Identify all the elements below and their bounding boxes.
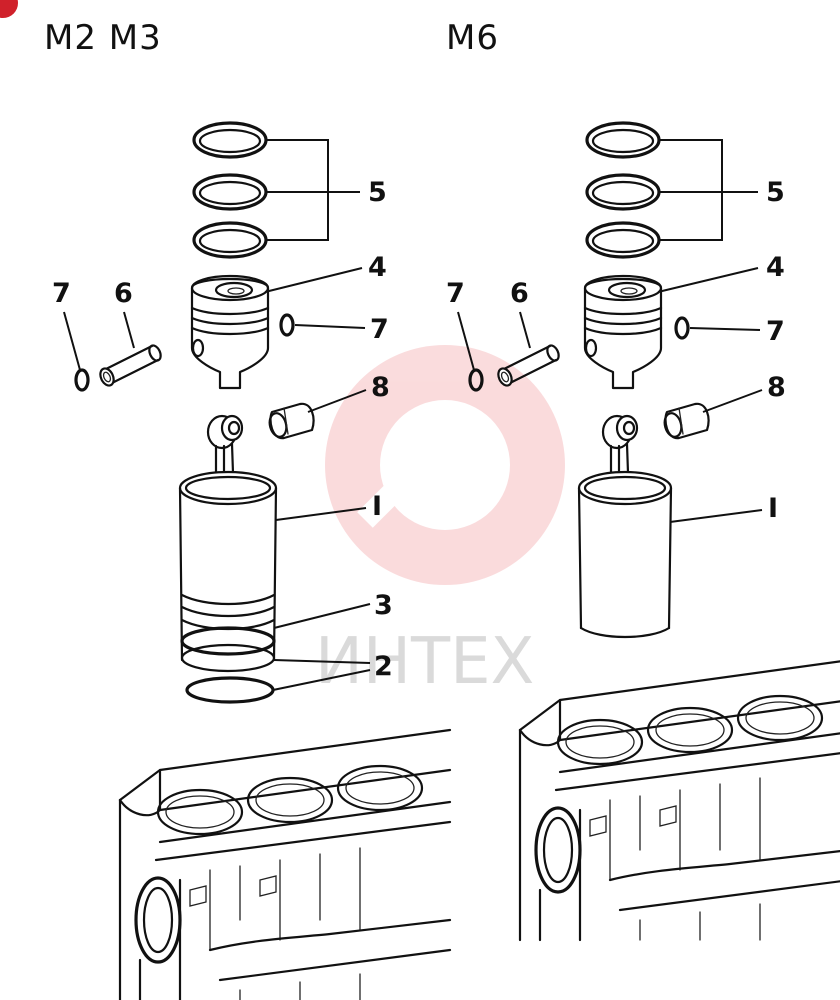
left-assembly <box>74 121 452 1000</box>
right-cylinder-liner <box>577 470 673 639</box>
callout-right-1: I <box>768 493 778 524</box>
callout-left-7-outer: 7 <box>52 278 71 309</box>
right-piston-ring-bottom <box>585 221 661 259</box>
callout-left-2: 2 <box>374 651 393 682</box>
left-cylinder-liner <box>178 470 278 662</box>
callout-right-5: 5 <box>766 177 785 208</box>
model-label-m6: M6 <box>446 18 499 58</box>
right-piston <box>583 274 663 390</box>
callout-right-7-outer: 7 <box>446 278 465 309</box>
callout-left-4: 4 <box>368 252 387 283</box>
callout-right-6: 6 <box>510 278 529 309</box>
left-callouts: 5 4 7 6 7 8 I 3 2 <box>52 139 393 691</box>
left-piston-ring-middle <box>192 173 268 211</box>
callout-left-5: 5 <box>368 177 387 208</box>
corner-mark <box>0 0 18 18</box>
left-piston-ring-top <box>192 121 268 159</box>
left-small-end-bushing <box>266 402 315 440</box>
left-circlip-inner <box>279 313 295 337</box>
right-piston-ring-top <box>585 121 661 159</box>
watermark-gear-logo <box>325 345 565 585</box>
left-piston-pin <box>96 342 165 389</box>
right-assembly <box>468 121 840 942</box>
callout-left-1: I <box>372 491 382 522</box>
right-cylinder-block <box>518 658 840 942</box>
model-label-m2-m3: M2 M3 <box>44 18 162 58</box>
left-circlip-outer <box>74 368 90 392</box>
callout-right-7-inner: 7 <box>766 316 785 347</box>
left-cylinder-block <box>118 728 452 1000</box>
left-piston-ring-bottom <box>192 221 268 259</box>
callout-left-8: 8 <box>371 372 390 403</box>
right-callouts: 5 4 7 6 7 8 I <box>446 139 786 524</box>
callout-left-3: 3 <box>374 590 393 621</box>
right-small-end-bushing <box>661 402 710 440</box>
callout-right-8: 8 <box>767 372 786 403</box>
left-piston <box>190 274 270 390</box>
callout-left-7-inner: 7 <box>370 314 389 345</box>
left-liner-o-rings <box>180 626 276 704</box>
callout-right-4: 4 <box>766 252 785 283</box>
right-piston-ring-middle <box>585 173 661 211</box>
right-circlip-inner <box>674 316 690 340</box>
callout-left-6: 6 <box>114 278 133 309</box>
